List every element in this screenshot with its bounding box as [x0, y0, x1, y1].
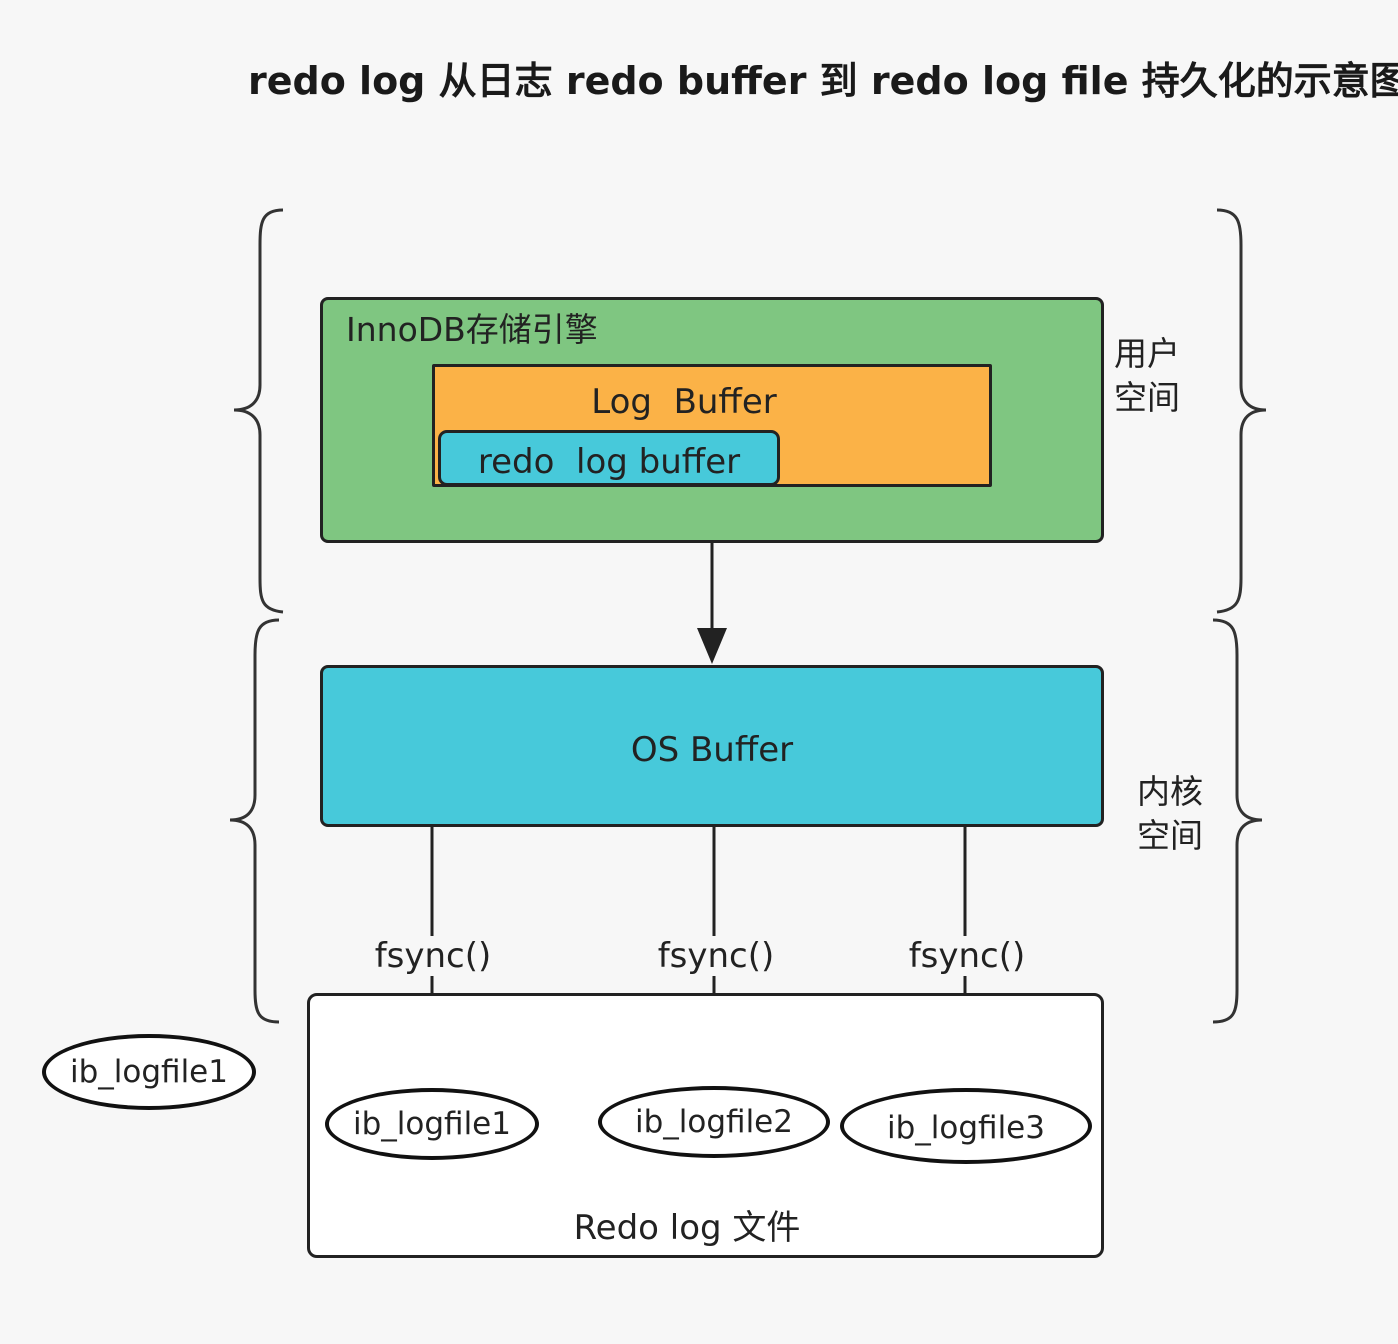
innodb-label: InnoDB存储引擎 [346, 310, 598, 349]
logfile-oval-1: ib_logfile1 [325, 1088, 539, 1160]
fsync-label-3: fsync() [906, 936, 1028, 976]
logfile-oval-2: ib_logfile2 [598, 1086, 830, 1158]
redo-log-file-label: Redo log 文件 [573, 1208, 801, 1248]
redo-log-buffer-label: redo log buffer [477, 442, 741, 482]
user-space-label: 用户空间 [1114, 334, 1180, 417]
redo-log-buffer-box [438, 430, 780, 486]
os-buffer-box [320, 665, 1104, 827]
os-buffer-label: OS Buffer [630, 730, 794, 770]
arrowhead-innodb-to-osbuffer [697, 628, 727, 664]
left-brace-user-space [233, 208, 284, 614]
diagram-title: redo log 从日志 redo buffer 到 redo log file… [248, 59, 1398, 103]
log-buffer-label: Log Buffer [591, 382, 777, 422]
logfile-oval-outside: ib_logfile1 [42, 1034, 256, 1110]
kernel-space-label: 内核空间 [1137, 772, 1203, 855]
left-brace-kernel-space [229, 618, 280, 1024]
fsync-label-2: fsync() [655, 936, 777, 976]
right-brace-user-space [1216, 208, 1267, 614]
fsync-label-1: fsync() [372, 936, 494, 976]
logfile-oval-3: ib_logfile3 [840, 1088, 1092, 1164]
